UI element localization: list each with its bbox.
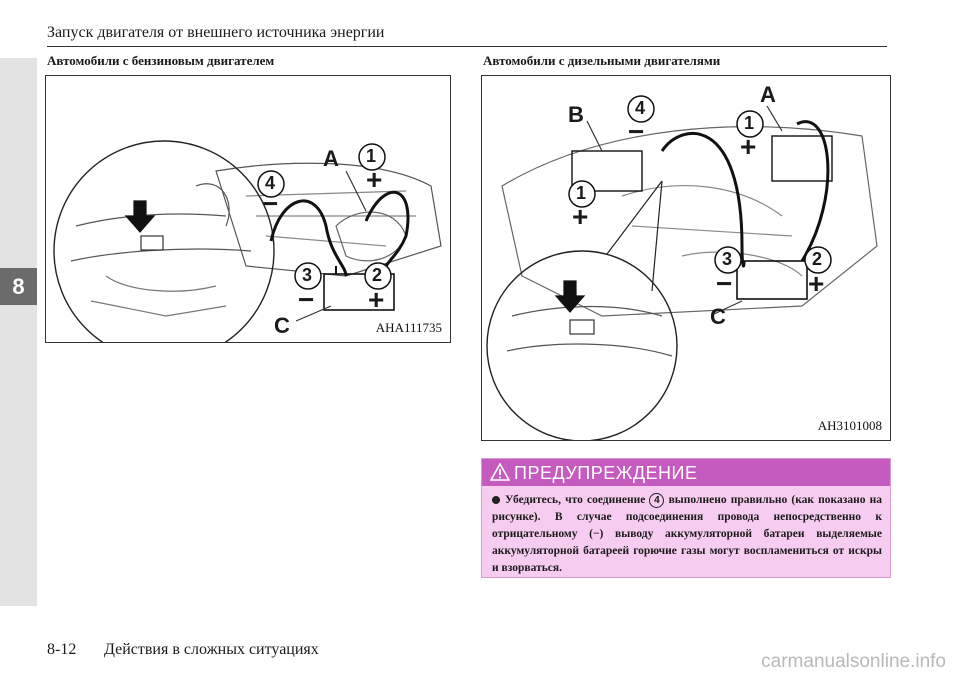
right-figure-subtitle: Автомобили с дизельными двигателями	[483, 53, 721, 68]
right-label-1a: 1	[744, 113, 755, 133]
right-label-a: A	[760, 82, 776, 107]
right-label-2: 2	[812, 249, 823, 269]
warning-text-after: выполнено правильно (как показано на рис…	[492, 494, 882, 574]
warning-text: Убедитесь, что соединение 4 выполнено пр…	[492, 492, 882, 577]
warning-title: ПРЕДУПРЕЖДЕНИЕ	[514, 463, 698, 483]
warning-box: ПРЕДУПРЕЖДЕНИЕ Убедитесь, что соединение…	[481, 458, 891, 578]
warning-ref-number: 4	[649, 492, 665, 508]
diesel-engine-illustration	[486, 95, 878, 440]
diesel-engine-figure: A B 4 1 1 3 2 − + + − + C AH3101008	[481, 75, 891, 441]
right-label-1b: 1	[576, 183, 587, 203]
left-figure-code: AHA111735	[375, 320, 442, 335]
header-divider	[47, 46, 887, 47]
page-header-title: Запуск двигателя от внешнего источника э…	[47, 24, 385, 41]
right-minus-3: −	[716, 268, 733, 299]
right-plus-2: +	[808, 268, 825, 299]
left-label-3: 3	[302, 265, 313, 285]
footer-section-title: Действия в сложных ситуациях	[104, 641, 319, 658]
right-label-c: C	[710, 304, 726, 329]
petrol-engine-illustration	[53, 140, 442, 342]
right-label-3: 3	[722, 249, 733, 269]
left-figure-subtitle: Автомобили с бензиновым двигателем	[47, 53, 275, 68]
left-minus-3: −	[298, 284, 315, 315]
warning-banner: ПРЕДУПРЕЖДЕНИЕ	[482, 459, 890, 486]
left-label-2: 2	[372, 265, 383, 285]
warning-text-before: Убедитесь, что соединение	[505, 494, 646, 506]
left-plus-1: +	[366, 164, 383, 195]
left-label-1: 1	[366, 146, 377, 166]
chapter-sidebar	[0, 58, 37, 606]
left-label-a: A	[323, 146, 339, 171]
bullet-icon	[492, 496, 500, 505]
right-plus-1b: +	[572, 201, 589, 232]
right-plus-1a: +	[740, 131, 757, 162]
page-number: 8-12	[47, 641, 77, 658]
chapter-number-tab: 8	[0, 268, 37, 305]
right-minus-4: −	[628, 116, 645, 147]
right-figure-code: AH3101008	[817, 418, 882, 433]
left-minus-4: −	[262, 188, 279, 219]
left-plus-2: +	[368, 284, 385, 315]
left-label-c: C	[274, 313, 290, 338]
right-label-4: 4	[635, 98, 646, 118]
petrol-engine-figure: A 1 4 3 2 + + − − C AHA111735	[45, 75, 451, 343]
right-label-b: B	[568, 102, 584, 127]
warning-triangle-icon	[490, 463, 510, 481]
left-label-4: 4	[265, 173, 276, 193]
watermark: carmanualsonline.info	[761, 651, 946, 672]
